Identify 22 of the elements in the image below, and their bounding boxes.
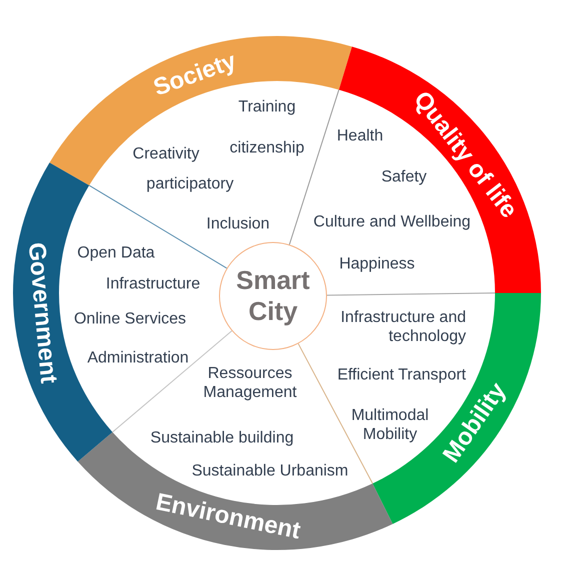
topic-text: participatory — [146, 174, 234, 194]
topic-text: Culture and Wellbeing — [313, 212, 471, 232]
topic-text: Infrastructure — [106, 274, 200, 294]
segment-title: Society — [151, 49, 240, 100]
topic-text: Inclusion — [206, 214, 270, 234]
topic-text: Efficient Transport — [336, 365, 466, 384]
center-title: Smart City — [235, 264, 311, 328]
topic-text: Administration — [87, 348, 189, 368]
topic-text: citizenship — [230, 138, 304, 158]
topic-text: Training — [238, 97, 296, 117]
topic-text: Happiness — [339, 254, 415, 274]
topic-text: Multimodal Mobility — [350, 406, 430, 444]
topic-text: Creativity — [132, 144, 200, 164]
topic-text: Safety — [381, 167, 427, 187]
topic-text: Health — [336, 126, 384, 146]
segment-title: Government — [24, 241, 61, 384]
topic-text: Sustainable building — [150, 428, 294, 448]
topic-text: Infrastructure and technology — [340, 308, 466, 346]
topic-text: Open Data — [77, 243, 155, 263]
topic-text: Sustainable Urbanism — [192, 461, 348, 481]
topic-text: Online Services — [74, 309, 186, 329]
topic-text: Ressources Management — [202, 364, 298, 402]
